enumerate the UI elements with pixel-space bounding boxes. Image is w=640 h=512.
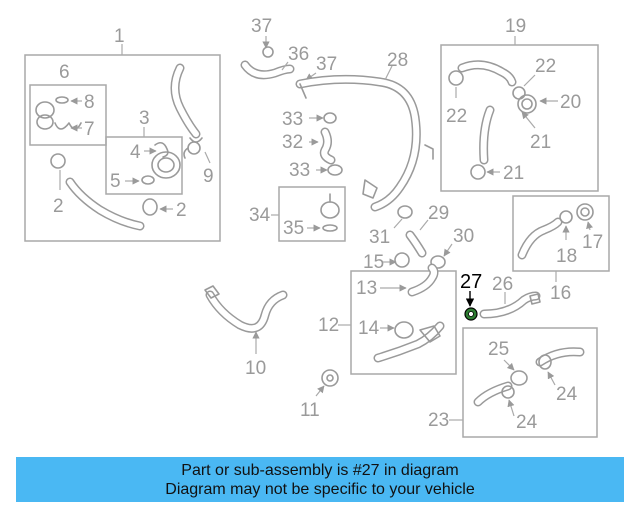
connector-25-part <box>510 370 528 386</box>
clamp-9-part <box>183 141 201 159</box>
clamp-22b-part <box>512 86 526 100</box>
clamp-21b-part <box>470 164 486 180</box>
callout-2a: 2 <box>53 196 64 217</box>
callout-34: 34 <box>249 205 271 226</box>
callout-27-highlighted: 27 <box>460 271 482 293</box>
clamp-22a-part <box>448 70 464 86</box>
group-16: 16 18 17 <box>512 195 610 304</box>
callout-21a: 21 <box>530 132 551 153</box>
group-12: 12 13 14 <box>318 263 457 375</box>
clamp-15-part <box>394 252 410 268</box>
sender-part <box>320 193 340 232</box>
callout-7: 7 <box>84 119 95 140</box>
clamp-31-part <box>397 205 413 219</box>
callout-8: 8 <box>84 92 95 113</box>
callout-3: 3 <box>139 108 150 129</box>
callout-37a: 37 <box>251 16 272 37</box>
callout-11: 11 <box>300 400 320 421</box>
thermostat-20-part <box>517 94 537 114</box>
callout-23: 23 <box>428 410 449 431</box>
group-34-frame <box>278 186 346 242</box>
callout-24a: 24 <box>556 384 578 405</box>
callout-13: 13 <box>356 278 377 299</box>
callout-21b: 21 <box>503 163 524 184</box>
callout-32: 32 <box>282 132 303 153</box>
callout-36: 36 <box>288 44 309 65</box>
lower-hose-part <box>50 153 158 231</box>
clamp-30-part <box>430 255 446 269</box>
callout-37b: 37 <box>316 54 337 75</box>
group-16-frame <box>512 195 610 272</box>
water-pump-housing-part <box>373 321 445 363</box>
group-19: 19 22 22 20 21 21 <box>440 16 599 192</box>
clamp-33-part <box>323 112 337 124</box>
group-32-33: 33 32 33 <box>282 109 343 181</box>
group-36-37: 37 36 37 <box>240 16 337 81</box>
callout-1: 1 <box>114 26 125 47</box>
coolant-pipe-part <box>170 63 203 143</box>
group-12-frame <box>350 270 457 375</box>
group-6-frame <box>29 84 107 146</box>
group-1: 1 6 8 7 3 4 5 <box>24 26 221 242</box>
group-19-frame <box>440 44 599 192</box>
bracket-11-part <box>321 369 339 387</box>
callout-6: 6 <box>59 62 70 83</box>
seal-ring-part <box>35 96 82 130</box>
group-23-frame <box>462 327 598 438</box>
callout-31: 31 <box>369 227 390 248</box>
callout-29: 29 <box>428 203 449 224</box>
group-29-31: 31 29 30 15 <box>363 203 474 273</box>
callout-19: 19 <box>505 16 526 37</box>
callout-9: 9 <box>203 166 214 187</box>
info-banner: Part or sub-assembly is #27 in diagram D… <box>16 457 624 502</box>
callout-33a: 33 <box>282 109 303 130</box>
callout-24b: 24 <box>516 412 538 433</box>
callout-12: 12 <box>318 315 339 336</box>
callout-26: 26 <box>492 274 513 295</box>
coolant-pipe-28: 28 <box>295 50 434 212</box>
callout-17: 17 <box>582 232 603 253</box>
callout-14: 14 <box>358 318 380 339</box>
thermostat-part <box>141 141 181 185</box>
callout-33b: 33 <box>289 160 310 181</box>
callout-35: 35 <box>283 218 304 239</box>
highlighted-part-27[interactable] <box>464 307 478 321</box>
callout-18: 18 <box>556 246 577 267</box>
callout-10: 10 <box>245 358 266 379</box>
callout-5: 5 <box>110 171 121 192</box>
callout-28: 28 <box>387 50 408 71</box>
callout-16: 16 <box>550 283 571 304</box>
hose-36-part <box>240 46 295 80</box>
banner-line-1: Part or sub-assembly is #27 in diagram <box>181 461 459 479</box>
callout-2b: 2 <box>176 200 187 221</box>
banner-line-2: Diagram may not be specific to your vehi… <box>165 480 475 498</box>
callout-30: 30 <box>453 226 474 247</box>
callout-4: 4 <box>130 142 141 163</box>
callout-15: 15 <box>363 252 384 273</box>
callout-22b: 22 <box>535 56 556 77</box>
group-26-27: 26 27 <box>460 271 541 321</box>
callout-22a: 22 <box>446 106 467 127</box>
group-34: 34 35 <box>249 186 346 242</box>
clamp-33b-part <box>327 164 343 176</box>
connector-17-part <box>576 203 594 221</box>
callout-25: 25 <box>488 339 509 360</box>
callout-20: 20 <box>560 92 581 113</box>
group-23: 23 25 24 24 <box>428 327 598 438</box>
parts-diagram: 1 6 8 7 3 4 5 <box>24 16 610 438</box>
group-10-11: 10 11 <box>204 285 339 421</box>
clamp-18-part <box>559 210 573 224</box>
